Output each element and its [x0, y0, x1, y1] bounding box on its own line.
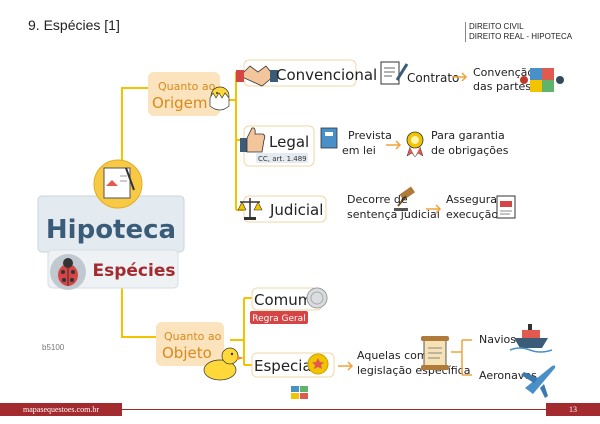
central-node: Hipoteca Espécies — [37, 159, 185, 290]
conventional-arrow — [452, 72, 468, 82]
coin-icon — [306, 287, 328, 309]
puzzle-people-icon — [520, 68, 564, 92]
special-desc-1: Aquelas com — [357, 349, 428, 362]
judicial-result-2: execução — [446, 208, 498, 221]
special-desc-2: legislação específica — [357, 364, 470, 377]
judicial-node: Judicial — [237, 195, 327, 223]
judicial-arrow — [426, 204, 442, 214]
topic-label: DIREITO CIVIL DIREITO REAL - HIPOTECA — [465, 22, 572, 42]
footer-line — [122, 409, 546, 410]
conventional-label: Convencional — [276, 66, 377, 84]
origin-label-1: Quanto ao — [158, 80, 216, 93]
origin-card — [148, 72, 220, 116]
medal-icon — [406, 131, 424, 158]
special-item-2: Aeronaves — [479, 369, 537, 382]
common-tag-box — [250, 311, 308, 324]
origin-node: Quanto ao Origem — [148, 72, 230, 116]
special-node: Especial — [251, 352, 335, 378]
legal-citation-box — [256, 153, 308, 163]
legal-via-2: em lei — [342, 144, 376, 157]
judicial-via-1: Decorre de — [347, 193, 408, 206]
legal-node: Legal CC, art. 1.489 — [240, 125, 315, 167]
special-fork — [451, 339, 472, 376]
site-logo-icon — [291, 386, 308, 399]
footer-site: mapasequestoes.com.br — [0, 403, 122, 416]
gavel-book-icon — [320, 127, 338, 149]
legal-citation: CC, art. 1.489 — [258, 155, 307, 163]
conventional-node: Convencional — [236, 59, 377, 87]
judicial-label: Judicial — [269, 201, 323, 219]
judicial-result-1: Assegura — [446, 193, 497, 206]
document-stamp-icon — [496, 195, 516, 219]
conventional-via: Contrato — [407, 71, 459, 85]
judicial-via-2: sentença judicial — [347, 208, 440, 221]
central-title: Hipoteca — [46, 215, 176, 245]
document-house-icon — [93, 159, 143, 209]
mind-map: Hipoteca Espécies Quanto ao Origem — [37, 59, 564, 399]
topic-line-2: DIREITO REAL - HIPOTECA — [469, 32, 573, 41]
branch-to-origin — [121, 87, 148, 162]
origin-label-2: Origem — [152, 94, 208, 112]
conventional-result-2: das partes — [473, 80, 531, 93]
contract-icon — [380, 61, 409, 85]
legal-result-1: Para garantia — [431, 129, 505, 142]
page-number: 13 — [546, 403, 600, 416]
scales-icon — [237, 198, 263, 220]
legal-arrow — [386, 140, 402, 150]
page-title: 9. Espécies [1] — [28, 17, 120, 33]
document-code: b5100 — [42, 343, 65, 352]
special-label: Especial — [254, 357, 316, 375]
object-label-2: Objeto — [162, 344, 212, 362]
common-label: Comum — [254, 291, 312, 309]
object-card — [156, 322, 224, 366]
topic-line-1: DIREITO CIVIL — [469, 22, 524, 31]
common-tag: Regra Geral — [252, 314, 305, 324]
legal-result-2: de obrigações — [431, 144, 509, 157]
star-medal-icon — [307, 353, 329, 375]
airplane-icon — [521, 365, 556, 398]
common-node: Comum Regra Geral — [250, 287, 328, 324]
scroll-law-icon — [421, 336, 449, 370]
special-item-1: Navios — [479, 333, 516, 346]
central-subtitle: Espécies — [93, 261, 176, 281]
object-label-1: Quanto ao — [164, 330, 222, 343]
thumbs-up-icon — [240, 127, 266, 153]
ladybug-icon — [50, 254, 86, 290]
conventional-result-1: Convenção — [473, 66, 534, 79]
handshake-icon — [236, 65, 278, 87]
gavel-icon — [394, 186, 416, 211]
object-node: Quanto ao Objeto — [156, 322, 244, 381]
legal-label: Legal — [269, 133, 309, 151]
special-arrow — [338, 361, 354, 371]
ship-icon — [509, 324, 553, 353]
duck-icon — [203, 347, 244, 381]
chick-egg-icon — [209, 86, 230, 111]
legal-via-1: Prevista — [348, 129, 392, 142]
